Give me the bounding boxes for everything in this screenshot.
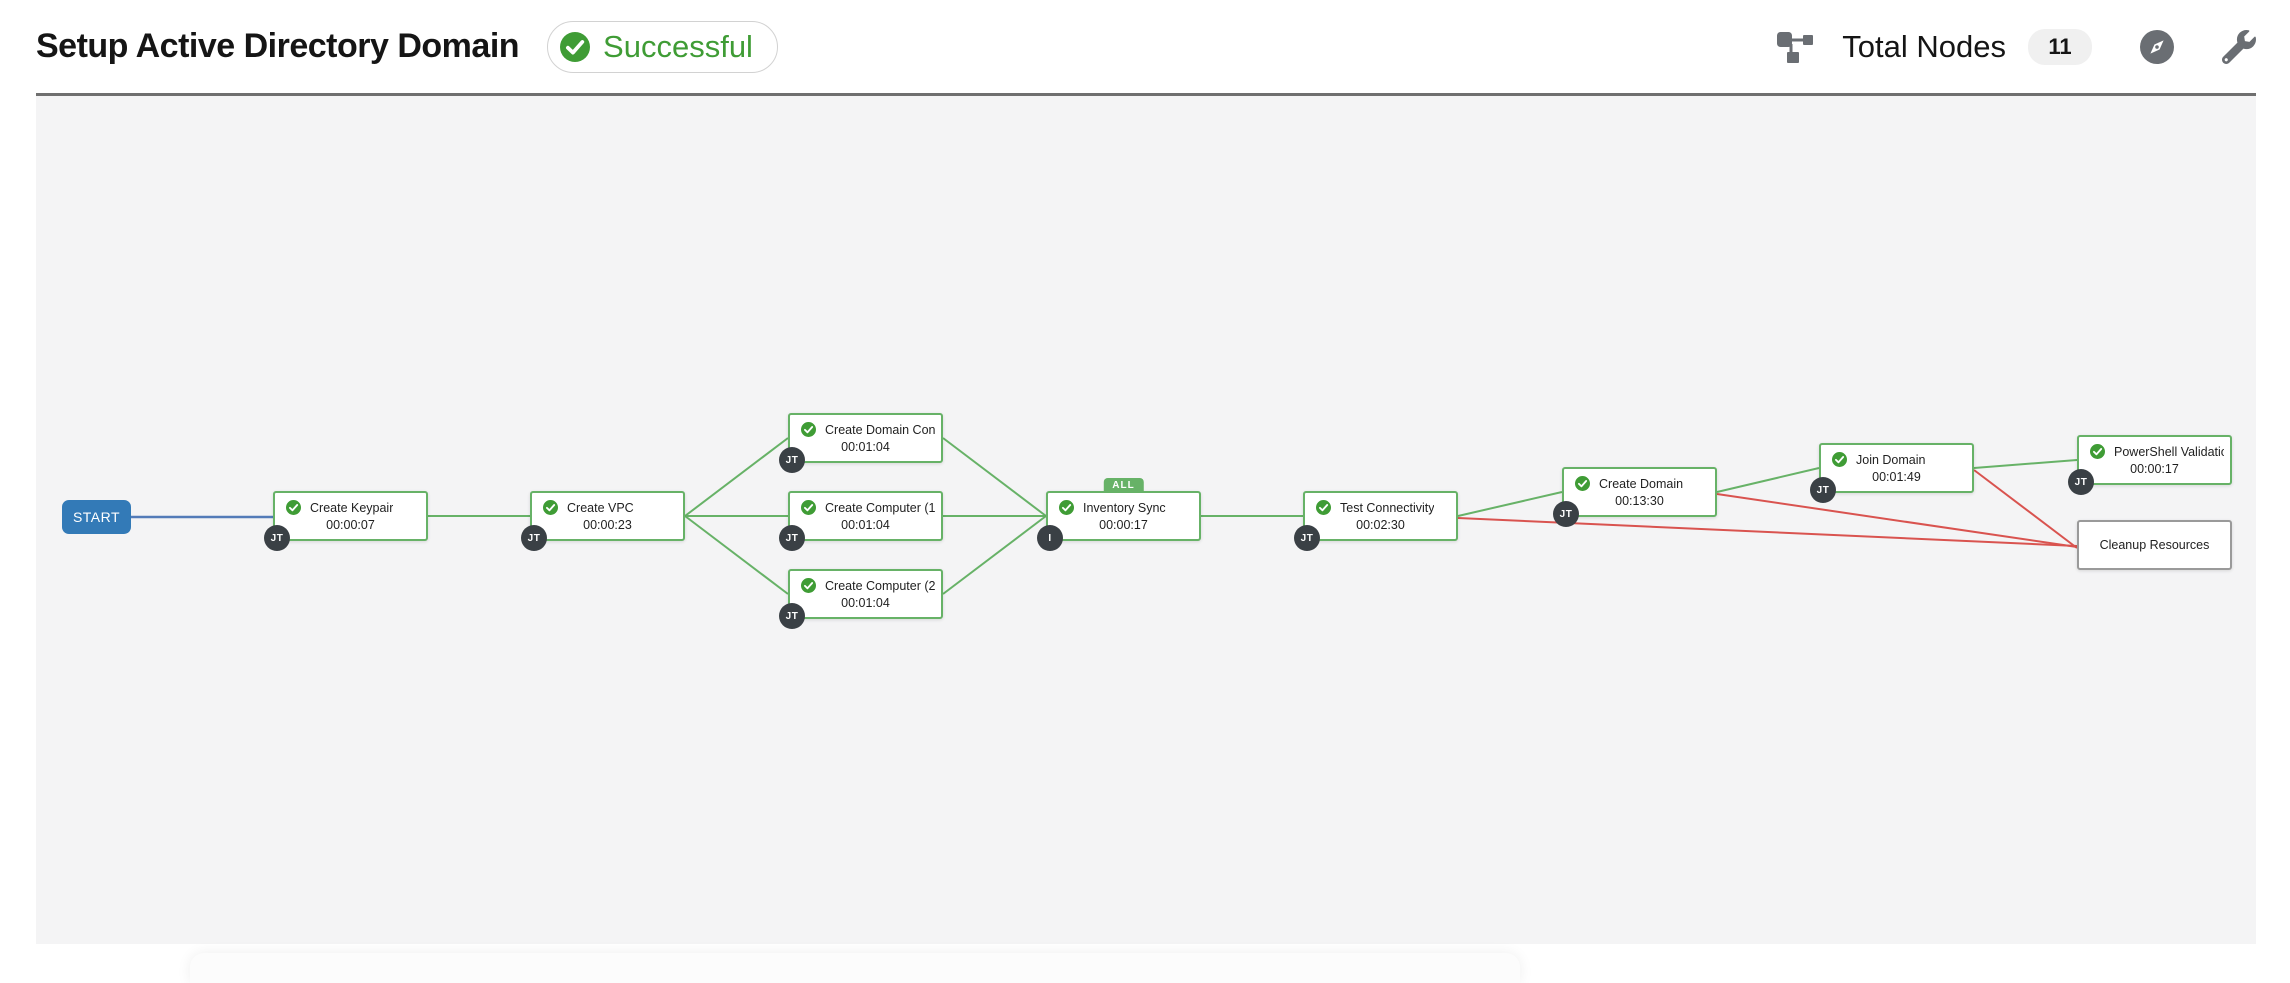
workflow-node-create-keypair[interactable]: Create Keypair 00:00:07 JT: [264, 491, 428, 551]
page-title: Setup Active Directory Domain: [36, 27, 520, 65]
bottom-panel-edge: [190, 953, 1520, 983]
workflow-node-create-domain-controller[interactable]: Create Domain Contr... 00:01:04 JT: [779, 413, 943, 473]
node-name: Create VPC: [567, 500, 634, 515]
workflow-node-create-domain[interactable]: Create Domain 00:13:30 JT: [1553, 467, 1717, 527]
node-name: Join Domain: [1856, 452, 1926, 467]
node-success-icon: [2090, 444, 2105, 459]
node-success-icon: [1575, 476, 1590, 491]
wrench-icon: [2222, 29, 2256, 64]
legend-compass-button[interactable]: [2140, 29, 2174, 64]
inventory-source-badge: I: [1037, 525, 1063, 551]
total-nodes-count: 11: [2028, 28, 2092, 65]
node-name: Create Domain Contr...: [825, 422, 935, 437]
workflow-node-create-computer-1[interactable]: Create Computer (1) 00:01:04 JT: [779, 491, 943, 551]
node-name: Create Computer (2): [825, 578, 935, 593]
workflow-node-test-connectivity[interactable]: Test Connectivity 00:02:30 JT: [1294, 491, 1458, 551]
node-elapsed-time: 00:13:30: [1615, 494, 1664, 508]
node-elapsed-time: 00:00:17: [1099, 518, 1148, 532]
node-name: Create Keypair: [310, 500, 394, 515]
node-success-icon: [801, 578, 816, 593]
status-label: Successful: [603, 28, 753, 64]
node-elapsed-time: 00:01:04: [841, 518, 890, 532]
job-template-badge: JT: [779, 525, 805, 551]
job-template-badge: JT: [264, 525, 290, 551]
check-circle-icon: [560, 31, 591, 62]
node-elapsed-time: 00:01:49: [1872, 470, 1921, 484]
workflow-node-inventory-sync[interactable]: ALL Inventory Sync 00:00:17 I: [1037, 478, 1201, 551]
compass-icon: [2140, 29, 2174, 64]
tools-wrench-button[interactable]: [2222, 29, 2256, 64]
job-template-badge: JT: [1294, 525, 1320, 551]
node-success-icon: [801, 500, 816, 515]
workflow-node-join-domain[interactable]: Join Domain 00:01:49 JT: [1810, 443, 1974, 503]
node-name: Test Connectivity: [1340, 500, 1435, 515]
node-elapsed-time: 00:01:04: [841, 440, 890, 454]
status-badge[interactable]: Successful: [547, 20, 778, 73]
node-success-icon: [543, 500, 558, 515]
node-success-icon: [1059, 500, 1074, 515]
node-name: Cleanup Resources: [2099, 538, 2210, 552]
node-success-icon: [286, 500, 301, 515]
job-template-badge: JT: [1553, 501, 1579, 527]
workflow-node-cleanup-resources[interactable]: Cleanup Resources: [2077, 520, 2232, 570]
job-template-badge: JT: [779, 603, 805, 629]
node-name: PowerShell Validation: [2114, 444, 2224, 459]
job-template-badge: JT: [779, 447, 805, 473]
node-success-icon: [1832, 452, 1847, 467]
job-template-badge: JT: [2068, 469, 2094, 495]
workflow-node-create-computer-2[interactable]: Create Computer (2) 00:01:04 JT: [779, 569, 943, 629]
workflow-start-node[interactable]: START: [62, 500, 131, 534]
node-success-icon: [801, 422, 816, 437]
workflow-node-create-vpc[interactable]: Create VPC 00:00:23 JT: [521, 491, 685, 551]
sitemap-icon: [1777, 31, 1814, 63]
convergence-all-badge: ALL: [1103, 478, 1144, 492]
total-nodes-label: Total Nodes: [1842, 28, 2006, 64]
job-template-badge: JT: [521, 525, 547, 551]
node-elapsed-time: 00:00:07: [326, 518, 375, 532]
node-name: Inventory Sync: [1083, 500, 1166, 515]
workflow-header: Setup Active Directory Domain Successful…: [36, 0, 2256, 93]
workflow-node-powershell-validation[interactable]: PowerShell Validation 00:00:17 JT: [2068, 435, 2232, 495]
node-name: Create Computer (1): [825, 500, 935, 515]
node-name: Create Domain: [1599, 476, 1684, 491]
node-elapsed-time: 00:00:17: [2130, 462, 2179, 476]
node-elapsed-time: 00:01:04: [841, 596, 890, 610]
node-elapsed-time: 00:02:30: [1356, 518, 1405, 532]
job-template-badge: JT: [1810, 477, 1836, 503]
node-success-icon: [1316, 500, 1331, 515]
node-elapsed-time: 00:00:23: [583, 518, 632, 532]
